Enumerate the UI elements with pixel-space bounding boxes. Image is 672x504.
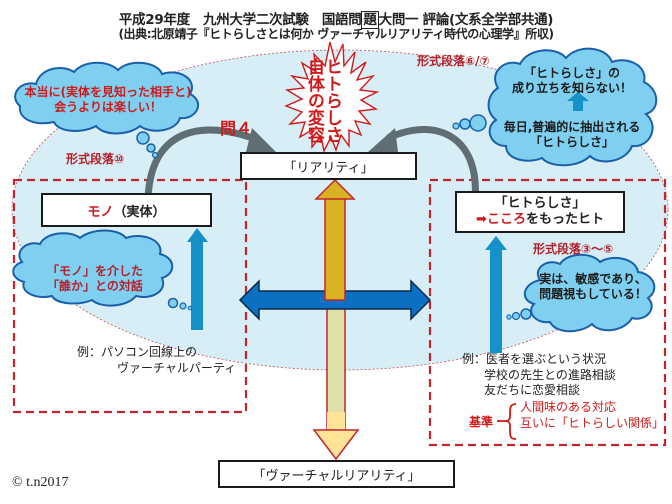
title-boxed-char: 題 xyxy=(361,11,379,29)
down-arrow-shaft-lower xyxy=(327,412,345,432)
thought-cloud-top-right-line3: 毎日,普遍的に抽出される xyxy=(503,120,641,134)
left-example-line1: 例：パソコン回線上の xyxy=(77,345,198,359)
title-suffix: 大問一 評論(文系全学部共通) xyxy=(378,12,554,28)
thought-cloud-top-left xyxy=(14,61,200,159)
hito-box-black-text: をもったヒト xyxy=(525,212,604,227)
page-subtitle: (出典:北原靖子『ヒトらしさとは何か ヴァーチャルリアリティ時代の心理学』所収) xyxy=(118,27,554,41)
virtual-reality-box-label: 「ヴァーチャルリアリティ」 xyxy=(252,468,421,484)
title-prefix: 平成29年度 九州大学二次試験 国語問 xyxy=(118,12,362,28)
thought-cloud-top-right-text-lower: 毎日,普遍的に抽出される 「ヒトらしさ」 xyxy=(492,120,652,150)
question-label: 問４ xyxy=(220,119,253,138)
dialog-cloud-left xyxy=(12,229,193,311)
burst-text-line2: 自体の変容 xyxy=(303,58,324,143)
left-up-arrow-head xyxy=(187,228,208,242)
right-example-line3: 友だちに恋愛相談 xyxy=(484,383,581,398)
right-example-line1: 例：医者を選ぶという状況 xyxy=(462,352,607,366)
thought-cloud-top-left-line1: 本当に(実体を見知った相手と) xyxy=(24,85,192,99)
sensitive-cloud-right xyxy=(506,253,656,333)
criteria-brace xyxy=(504,403,517,440)
small-up-arrow xyxy=(567,92,589,111)
sensitive-cloud-right-text: 実は、敏感であり、 問題視もしている！ xyxy=(530,272,656,302)
left-up-arrow-shaft xyxy=(191,240,203,330)
up-gold-arrow-head xyxy=(314,178,356,200)
thought-cloud-top-right-text-upper: 「ヒトらしさ」の 成り立ちを知らない！ xyxy=(500,66,644,96)
right-up-arrow-shaft xyxy=(490,248,502,353)
copyright: © t.n2017 xyxy=(12,475,69,490)
sensitive-cloud-right-line2: 問題視もしている！ xyxy=(539,287,647,301)
hito-box-line1: 「ヒトらしさ」 xyxy=(494,195,586,211)
down-arrow-shaft xyxy=(326,297,346,431)
thought-cloud-top-right-line4: 「ヒトらしさ」 xyxy=(529,135,614,149)
mono-box-black-text: （実体） xyxy=(113,204,166,220)
dialog-cloud-left-text: 「モノ」を介した 「誰か」との対話 xyxy=(20,264,170,294)
curved-arrow-left xyxy=(144,126,260,201)
dialog-cloud-left-line1: 「モノ」を介した xyxy=(46,264,143,278)
reality-box: 「リアリティ」 xyxy=(240,152,417,180)
thought-cloud-top-left-line2: 会うよりは楽しい！ xyxy=(54,100,162,114)
thought-cloud-top-left-text: 本当に(実体を見知った相手と) 会うよりは楽しい！ xyxy=(18,85,198,115)
burst-text-line1: ヒトらしさ xyxy=(321,58,342,143)
left-example-text: 例：パソコン回線上の ヴァーチャルパーティ xyxy=(77,345,236,376)
mono-box-red-text: モノ xyxy=(87,204,114,220)
thought-cloud-top-right-line2: 成り立ちを知らない！ xyxy=(511,81,632,95)
curved-arrow-right-head xyxy=(368,128,398,152)
reality-box-label: 「リアリティ」 xyxy=(283,160,374,176)
hito-box-red-text: こころ xyxy=(486,212,526,227)
left-dashed-region xyxy=(12,178,248,414)
right-example-text: 例：医者を選ぶという状況 学校の先生との進路相談 友だちに恋愛相談 xyxy=(462,352,616,399)
paragraph-label-3-5: 形式段落③〜⑤ xyxy=(533,242,614,256)
right-arrow-icon: ➡ xyxy=(476,212,487,227)
criteria-line1: 人間味のある対応 xyxy=(520,400,617,414)
criteria-text: 人間味のある対応 互いに「ヒトらしい関係」 xyxy=(520,399,664,431)
right-up-arrow-head xyxy=(485,236,507,250)
curved-arrow-left-head xyxy=(246,128,276,152)
criteria-line2: 互いに「ヒトらしい関係」 xyxy=(520,416,665,431)
up-gold-arrow-shaft xyxy=(324,196,346,301)
thought-cloud-top-right xyxy=(452,47,658,167)
down-arrow-head xyxy=(312,429,360,461)
left-example-line2: ヴァーチャルパーティ xyxy=(117,360,237,375)
page-title: 平成29年度 九州大学二次試験 国語問題大問一 評論(文系全学部共通) xyxy=(0,8,672,29)
hito-box: 「ヒトらしさ」 ➡こころをもったヒト xyxy=(455,191,625,233)
right-dashed-region xyxy=(428,178,667,447)
dialog-cloud-left-line2: 「誰か」との対話 xyxy=(47,279,143,293)
right-example-line2: 学校の先生との進路相談 xyxy=(484,367,616,382)
paragraph-label-6-7: 形式段落⑥/⑦ xyxy=(417,54,490,68)
criteria-label: 基準 xyxy=(469,415,494,429)
mono-box: モノ（実体） xyxy=(41,193,212,227)
curved-arrow-right xyxy=(386,126,479,201)
virtual-reality-box: 「ヴァーチャルリアリティ」 xyxy=(218,460,455,488)
hito-box-line2: ➡こころをもったヒト xyxy=(476,212,604,228)
burst-shape xyxy=(284,41,380,154)
paragraph-label-10: 形式段落⑩ xyxy=(66,152,125,166)
sensitive-cloud-right-line1: 実は、敏感であり、 xyxy=(539,272,647,286)
thought-cloud-top-right-line1: 「ヒトらしさ」の xyxy=(523,66,620,80)
